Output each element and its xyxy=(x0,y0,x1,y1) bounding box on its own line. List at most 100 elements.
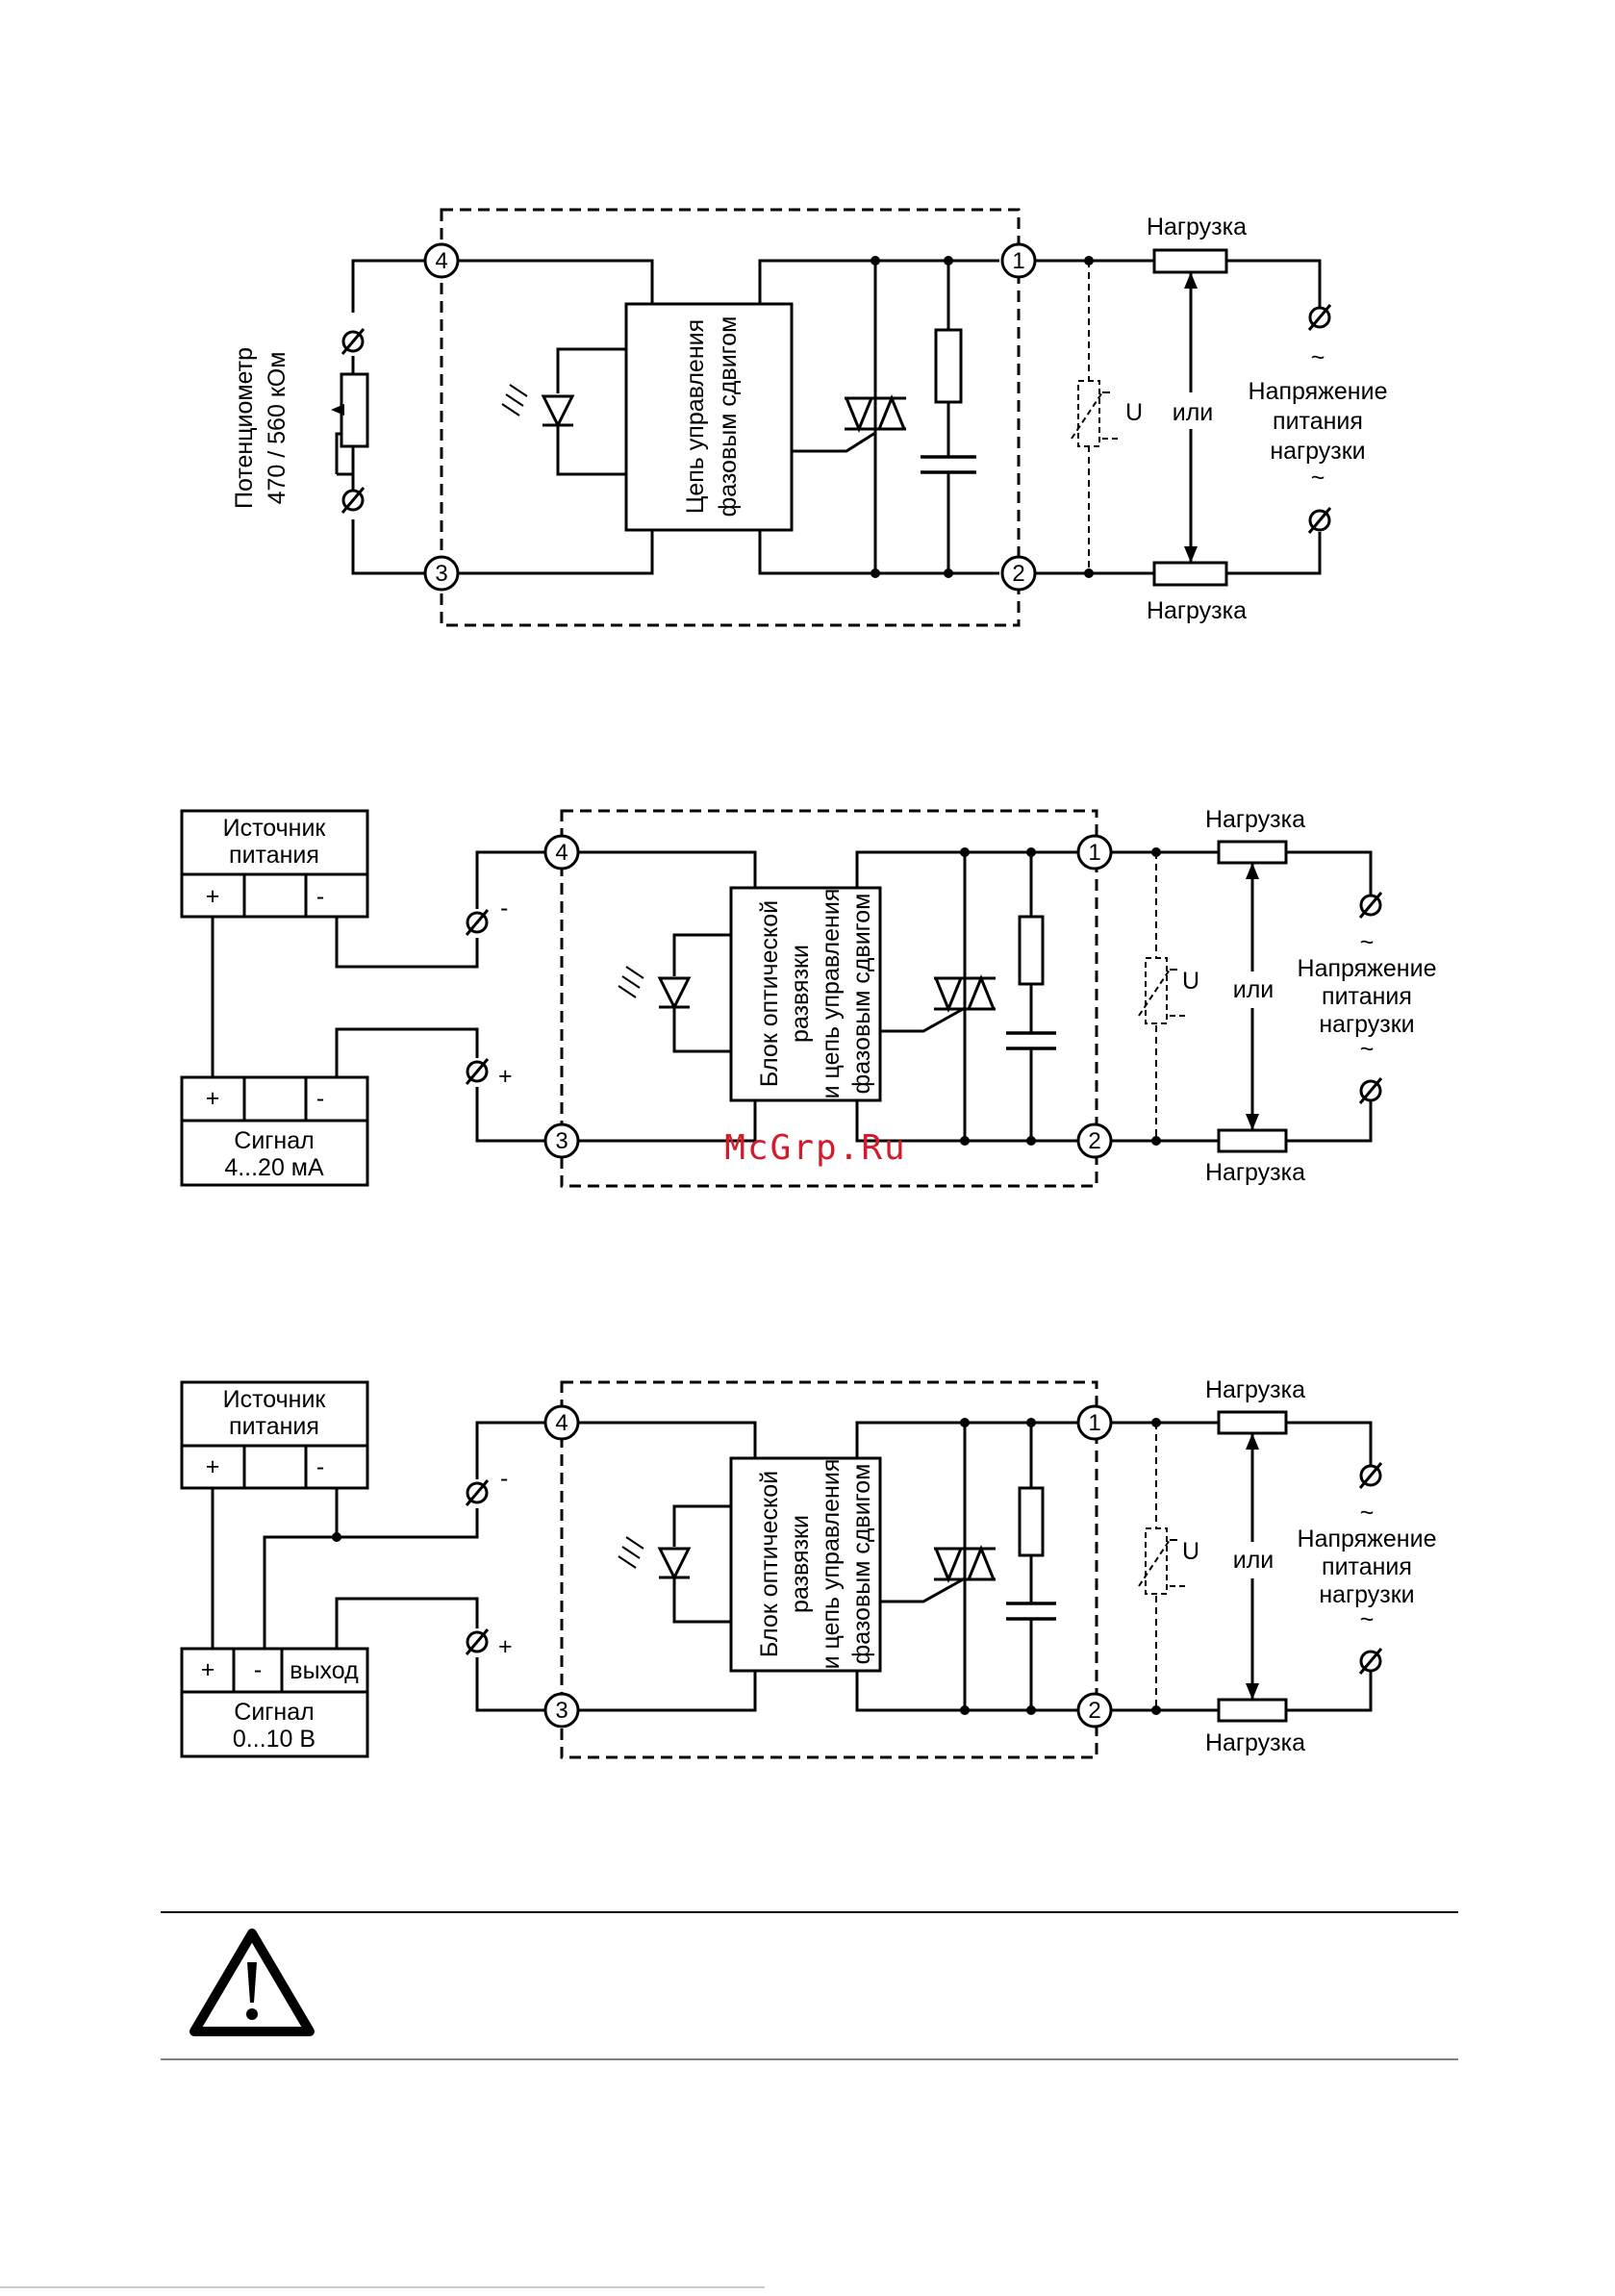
module-housing xyxy=(560,809,1098,1188)
plus-label: + xyxy=(206,1085,220,1112)
minus-label: - xyxy=(316,1453,324,1480)
tilde-label: ~ xyxy=(1311,465,1325,492)
light-rays-icon xyxy=(501,384,528,416)
svg-text:1: 1 xyxy=(1088,1410,1100,1436)
module-housing xyxy=(440,208,1021,627)
signal-source-box xyxy=(180,1647,369,1758)
minus-label: - xyxy=(316,1085,324,1112)
tilde-label: ~ xyxy=(1360,1606,1375,1633)
svg-text:4: 4 xyxy=(555,1410,568,1436)
terminal-3: 3 xyxy=(423,555,460,592)
tilde-label: ~ xyxy=(1360,1036,1375,1063)
screw-terminal xyxy=(1307,303,1332,332)
tilde-label: ~ xyxy=(1311,344,1325,371)
tilde-label: ~ xyxy=(1360,929,1375,956)
light-rays-icon xyxy=(618,1536,644,1569)
light-rays-icon xyxy=(618,966,644,998)
minus-label: - xyxy=(254,1656,262,1683)
load-resistor xyxy=(1217,840,1288,865)
output-label: выход xyxy=(290,1657,359,1684)
terminal-3: 3 xyxy=(543,1692,580,1728)
watermark: McGrp.Ru xyxy=(724,1128,906,1168)
or-label: или xyxy=(1173,399,1214,426)
optocoupler-block xyxy=(729,1456,882,1673)
varistor-label: U xyxy=(1125,399,1143,426)
load-label: Нагрузка xyxy=(1205,1159,1305,1186)
screw-terminal xyxy=(1358,1076,1383,1105)
screw-terminal xyxy=(465,1057,490,1086)
signal-source-box xyxy=(180,1075,369,1187)
photodiode-symbol xyxy=(657,976,692,1009)
tilde-label: ~ xyxy=(1360,1500,1375,1526)
terminal-1: 1 xyxy=(1076,834,1113,870)
or-label: или xyxy=(1233,1547,1274,1574)
svg-text:2: 2 xyxy=(1088,1698,1100,1724)
load-resistor xyxy=(1152,248,1228,274)
varistor-symbol xyxy=(1071,380,1123,447)
power-source-box xyxy=(180,1380,369,1490)
minus-label: - xyxy=(316,883,324,910)
plus-label: + xyxy=(201,1656,215,1683)
phase-control-block xyxy=(624,302,794,532)
warning-note xyxy=(161,1911,1458,2060)
screw-terminal xyxy=(1358,1461,1383,1490)
svg-text:4: 4 xyxy=(435,248,447,274)
snubber-resistor xyxy=(934,328,963,404)
screw-terminal xyxy=(341,486,366,515)
minus-label: - xyxy=(500,895,508,921)
screw-terminal xyxy=(1307,506,1332,535)
load-label: Нагрузка xyxy=(1147,214,1247,240)
load-label: Нагрузка xyxy=(1147,597,1247,624)
svg-text:2: 2 xyxy=(1012,561,1024,587)
screw-terminal xyxy=(465,908,490,937)
svg-text:2: 2 xyxy=(1088,1128,1100,1154)
terminal-4: 4 xyxy=(543,834,580,870)
svg-text:3: 3 xyxy=(555,1128,568,1154)
load-label: Нагрузка xyxy=(1205,1376,1305,1403)
terminal-3: 3 xyxy=(543,1123,580,1159)
screw-terminal xyxy=(465,1627,490,1656)
svg-text:3: 3 xyxy=(435,561,447,587)
optocoupler-block xyxy=(729,886,882,1102)
snubber-resistor xyxy=(1018,1486,1045,1557)
load-resistor xyxy=(1217,1698,1288,1723)
terminal-1: 1 xyxy=(1076,1404,1113,1441)
photodiode-symbol xyxy=(541,394,575,427)
svg-text:1: 1 xyxy=(1088,840,1100,866)
svg-text:1: 1 xyxy=(1012,248,1024,274)
plus-label: + xyxy=(498,1063,513,1090)
or-label: или xyxy=(1233,976,1274,1003)
load-resistor xyxy=(1217,1128,1288,1153)
terminal-2: 2 xyxy=(1076,1692,1113,1728)
screw-terminal xyxy=(1358,891,1383,920)
terminal-1: 1 xyxy=(1000,242,1037,279)
photodiode-symbol xyxy=(657,1547,692,1579)
plus-label: + xyxy=(206,1453,220,1480)
load-resistor xyxy=(1217,1410,1288,1435)
varistor-label: U xyxy=(1182,1538,1199,1565)
terminal-2: 2 xyxy=(1076,1123,1113,1159)
varistor-label: U xyxy=(1182,968,1199,995)
minus-label: - xyxy=(500,1465,508,1492)
load-resistor xyxy=(1152,561,1228,587)
potentiometer-symbol xyxy=(340,372,369,448)
power-source-box xyxy=(180,809,369,919)
screw-terminal xyxy=(341,327,366,356)
snubber-resistor xyxy=(1018,915,1045,986)
plus-label: + xyxy=(498,1633,513,1660)
terminal-4: 4 xyxy=(423,242,460,279)
load-label: Нагрузка xyxy=(1205,1729,1305,1756)
